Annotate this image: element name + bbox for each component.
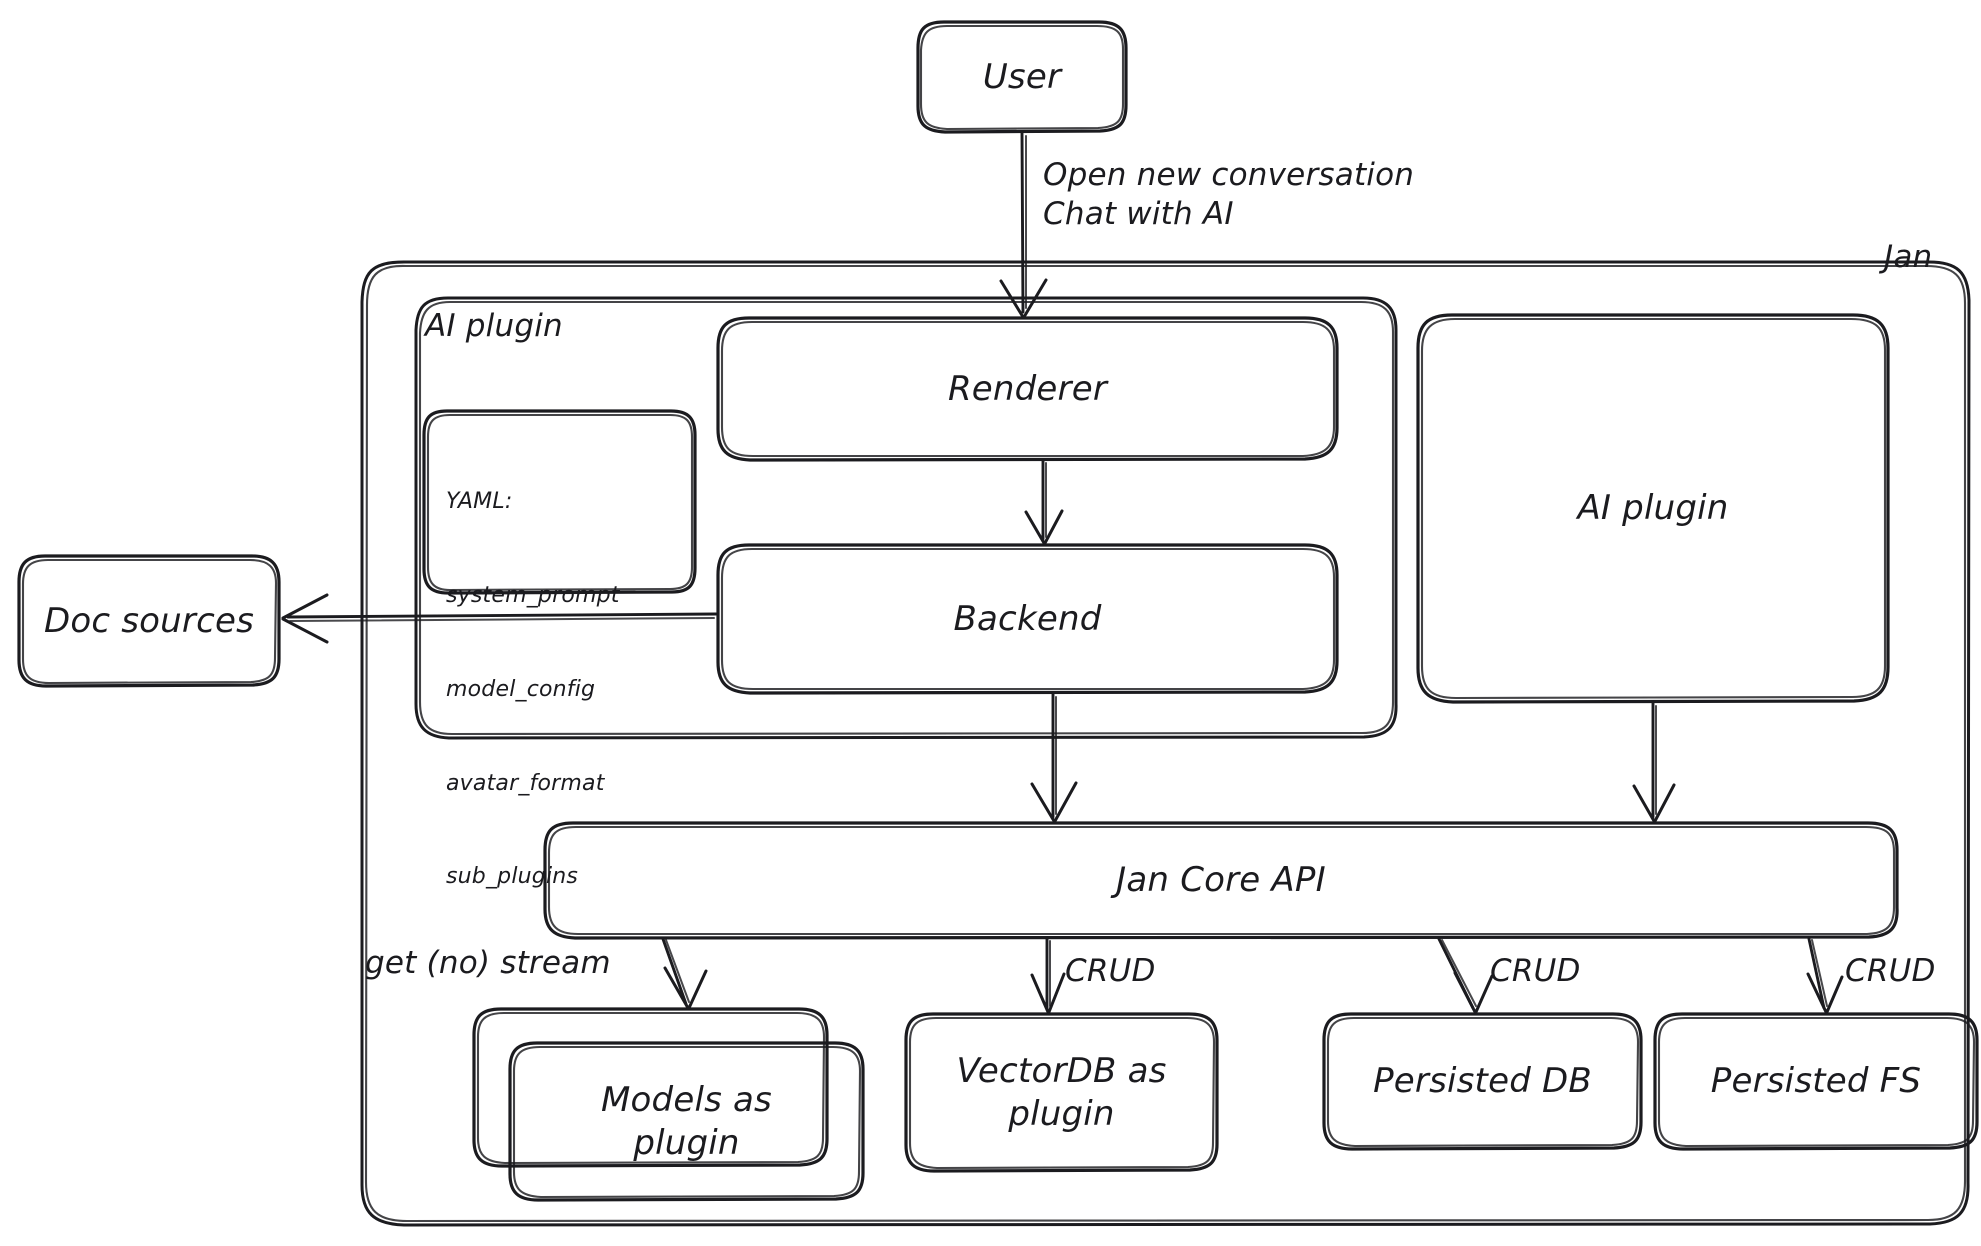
- node-vectordb-as-plugin-shape: [904, 1012, 1219, 1173]
- node-backend-shape: [716, 543, 1339, 695]
- node-persisted-db-shape: [1322, 1012, 1643, 1151]
- node-user-shape: [916, 20, 1128, 134]
- edge-backend-to-doc-sources: [281, 593, 718, 644]
- node-models-as-plugin-shape: [472, 1007, 865, 1202]
- edge-user-to-renderer: [999, 131, 1048, 319]
- node-jan-core-api-shape: [543, 821, 1899, 940]
- edge-renderer-to-backend: [1024, 459, 1064, 545]
- node-doc-sources-shape: [17, 554, 281, 688]
- edge-jan-core-to-vectordb: [1030, 937, 1066, 1014]
- edge-ai-plugin-to-jan-core-api: [1632, 701, 1676, 823]
- group-jan-container: [360, 260, 1971, 1227]
- yaml-card-shape: [422, 409, 697, 595]
- edge-jan-core-to-models: [661, 937, 708, 1010]
- node-persisted-fs-shape: [1653, 1012, 1979, 1151]
- edge-jan-core-to-persisted-fs: [1806, 937, 1844, 1014]
- edge-jan-core-to-persisted-db: [1437, 937, 1494, 1014]
- group-ai-plugin-container: [414, 296, 1398, 740]
- edge-backend-to-jan-core-api: [1030, 692, 1078, 823]
- node-renderer-shape: [716, 316, 1339, 462]
- node-ai-plugin-right-shape: [1416, 313, 1890, 704]
